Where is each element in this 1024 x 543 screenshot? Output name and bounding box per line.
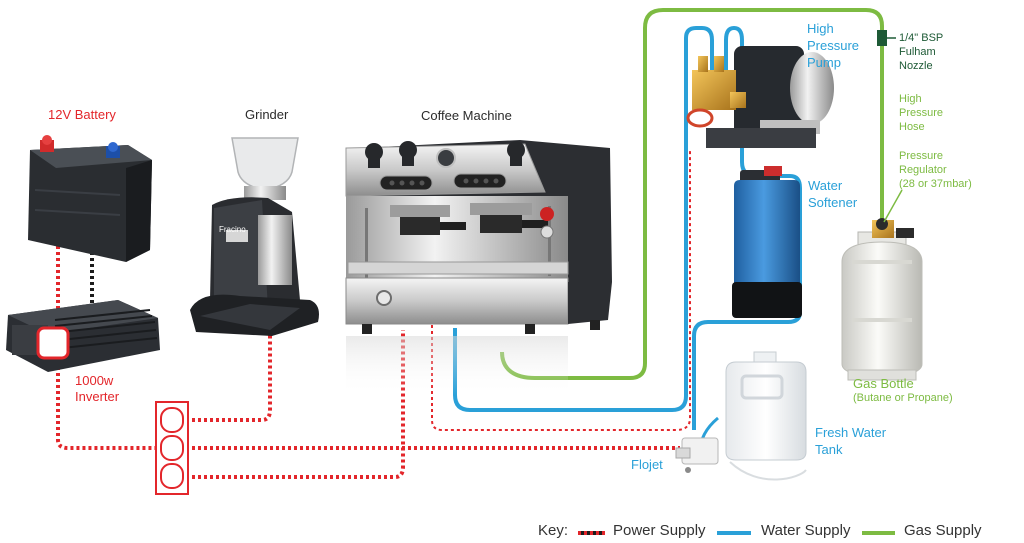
power-line-pump xyxy=(431,150,691,431)
key-power-label: Power Supply xyxy=(613,522,706,539)
pump-image xyxy=(686,46,834,148)
inverter-image xyxy=(6,300,160,372)
flojet-label: Flojet xyxy=(631,457,663,472)
power-line-machine xyxy=(186,330,405,479)
water-softener-image xyxy=(732,166,802,318)
battery-label: 12V Battery xyxy=(48,107,116,122)
power-line-inverter xyxy=(56,355,158,450)
power-line-grinder xyxy=(186,330,272,422)
key-title: Key: xyxy=(538,522,569,539)
regulator-leader xyxy=(883,189,903,223)
key-water-label: Water Supply xyxy=(761,522,851,539)
gas-bottle-image xyxy=(841,218,923,381)
grinder-image xyxy=(190,137,319,336)
fresh-water-tank-image xyxy=(725,351,807,481)
inverter-label: 1000w Inverter xyxy=(75,373,120,404)
battery-image xyxy=(28,135,152,262)
fresh-water-tank-label: Fresh Water Tank xyxy=(815,425,887,457)
water-softener-label: Water Softener xyxy=(808,178,858,210)
grinder-label: Grinder xyxy=(245,107,289,122)
pressure-regulator-label: Pressure Regulator (28 or 37mbar) xyxy=(899,150,972,190)
gas-bottle-label: Gas Bottle xyxy=(853,376,914,391)
water-supply-line-pump xyxy=(692,25,802,430)
coffee-machine-label: Coffee Machine xyxy=(421,108,512,123)
high-pressure-pump-label: High Pressure Pump xyxy=(807,21,860,70)
nozzle-label: 1/4" BSP Fulham Nozzle xyxy=(899,32,944,72)
gas-bottle-sublabel: (Butane or Propane) xyxy=(853,392,953,404)
key-gas-label: Gas Supply xyxy=(904,522,982,539)
water-supply-line-machine xyxy=(453,26,714,412)
power-socket-strip xyxy=(155,401,189,495)
high-pressure-hose-label: High Pressure Hose xyxy=(899,93,944,133)
nozzle-fitting xyxy=(877,30,887,46)
coffee-machine-image xyxy=(345,140,612,396)
grinder-brand-text: Fracino xyxy=(219,225,246,234)
flojet-image xyxy=(675,437,719,473)
